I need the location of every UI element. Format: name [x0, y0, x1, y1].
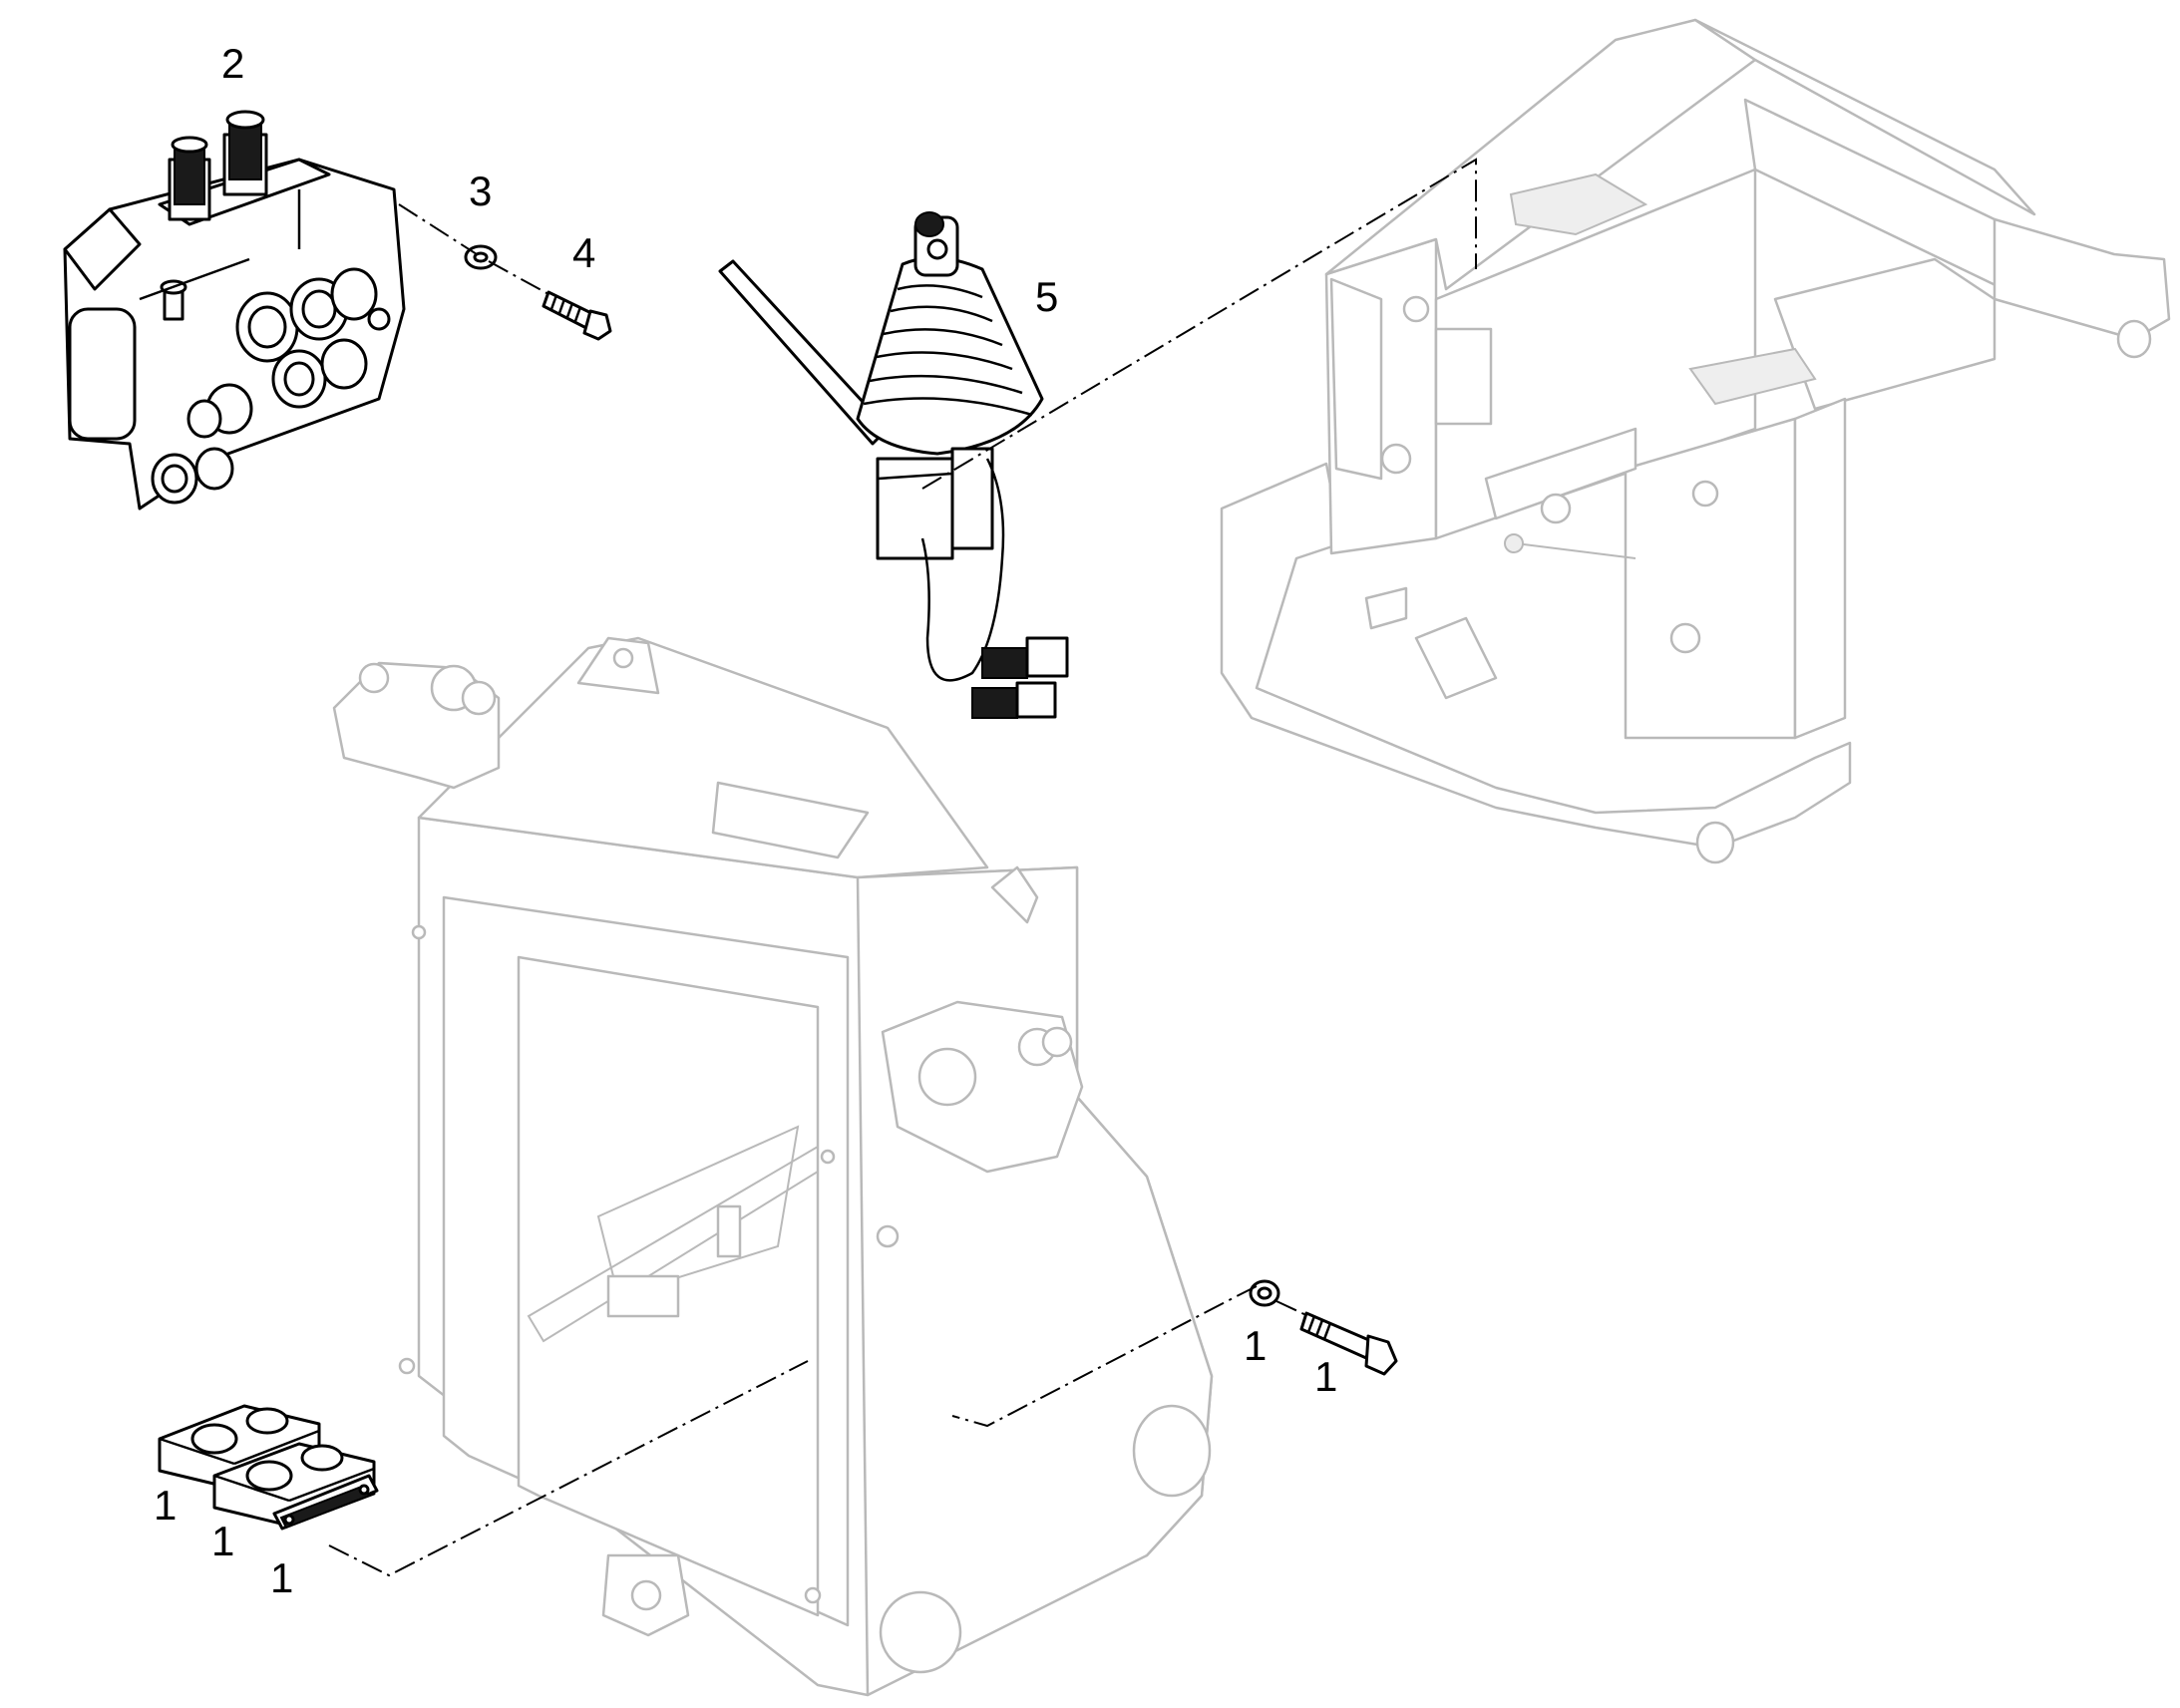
callout-bolt-top: 4: [572, 229, 595, 276]
callout-clamp-half-upper: 1: [154, 1482, 177, 1529]
callout-clamp-half-lower: 1: [211, 1518, 234, 1564]
callout-washer-top: 3: [469, 168, 492, 214]
bolt-icon: [542, 290, 612, 341]
bolt-right-icon: [1299, 1311, 1398, 1376]
front-frame-assembly: [332, 636, 1214, 1697]
joystick-icon: [718, 211, 1069, 719]
control-valve-icon: [63, 110, 406, 511]
callout-bolt-right: 1: [1314, 1353, 1337, 1400]
clamp-plate-icon: [272, 1474, 379, 1531]
callout-labels: 2 3 4 5 1 1 1 1 1: [154, 40, 1337, 1601]
leader-lines: [328, 158, 1477, 1577]
callout-joystick: 5: [1035, 273, 1058, 320]
callout-washer-right: 1: [1244, 1322, 1267, 1369]
washer-right-icon: [1249, 1279, 1280, 1307]
callout-clamp-plate: 1: [270, 1554, 293, 1601]
callout-valve-block: 2: [221, 40, 244, 87]
rear-frame-assembly: [1220, 18, 2171, 864]
